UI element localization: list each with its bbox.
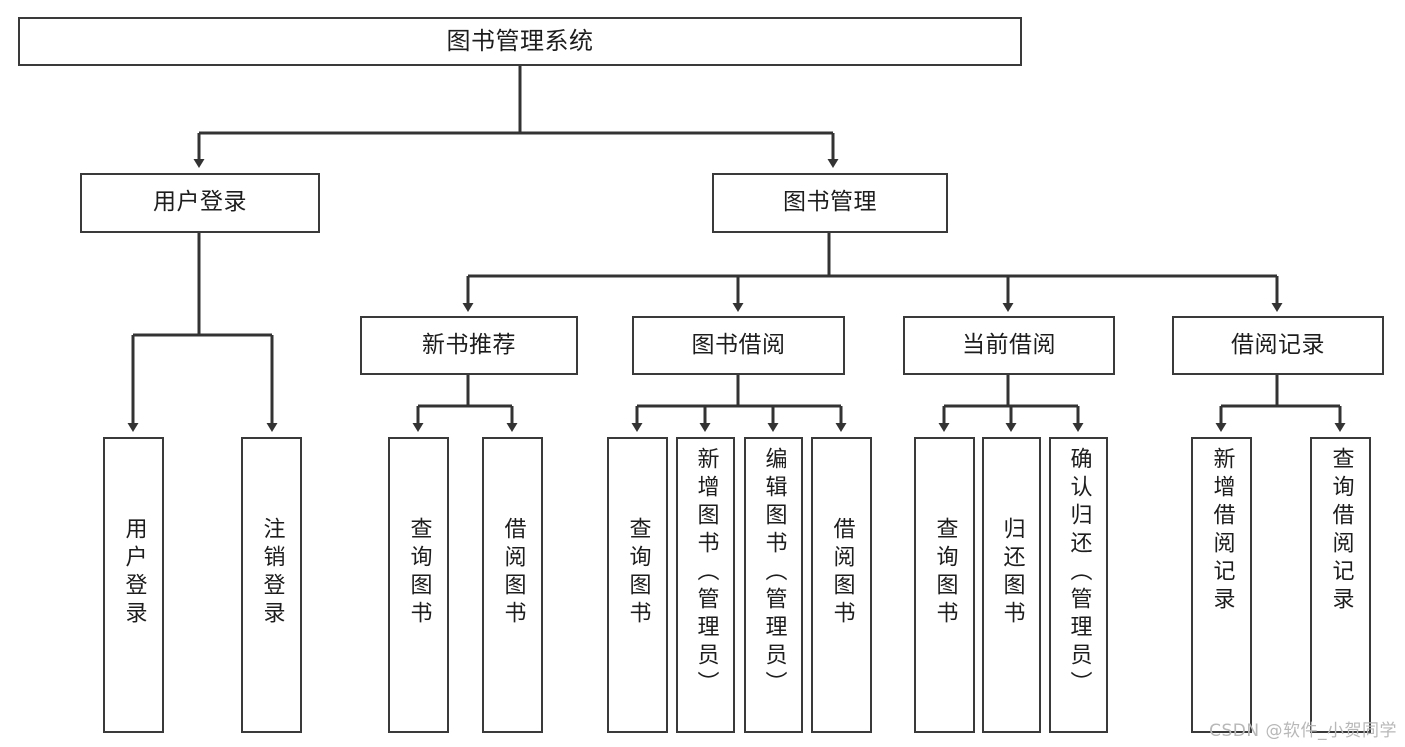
node-label: 编辑图书（管理员） (761, 447, 787, 699)
node-label: 查询图书 (406, 517, 432, 629)
csdn-watermark: CSDN @软件_小贺同学 (1209, 721, 1397, 741)
node-label: 新增图书（管理员） (693, 447, 719, 699)
node-label: 借阅图书 (829, 517, 855, 629)
node-label: 注销登录 (259, 517, 285, 629)
node-root-system[interactable]: 图书管理系统 (18, 17, 1022, 66)
node-user-login[interactable]: 用户登录 (80, 173, 320, 233)
node-label: 图书管理系统 (446, 27, 594, 56)
leaf-user-login-logout[interactable]: 注销登录 (241, 437, 302, 733)
node-book-borrow[interactable]: 图书借阅 (632, 316, 845, 375)
leaf-borrow-edit-book[interactable]: 编辑图书（管理员） (744, 437, 803, 733)
node-label: 新增借阅记录 (1209, 447, 1235, 615)
node-label: 借阅记录 (1231, 331, 1325, 358)
leaf-borrow-add-book[interactable]: 新增图书（管理员） (676, 437, 735, 733)
leaf-borrow-query-book[interactable]: 查询图书 (607, 437, 668, 733)
node-label: 借阅图书 (500, 517, 526, 629)
node-label: 新书推荐 (422, 331, 516, 358)
node-borrow-record[interactable]: 借阅记录 (1172, 316, 1384, 375)
node-current-borrow[interactable]: 当前借阅 (903, 316, 1115, 375)
node-label: 用户登录 (153, 189, 247, 216)
leaf-current-confirm-return[interactable]: 确认归还（管理员） (1049, 437, 1108, 733)
node-label: 当前借阅 (962, 331, 1056, 358)
leaf-current-return-book[interactable]: 归还图书 (982, 437, 1041, 733)
node-label: 图书管理 (783, 189, 877, 216)
leaf-borrow-borrow-book[interactable]: 借阅图书 (811, 437, 872, 733)
leaf-recommend-borrow-book[interactable]: 借阅图书 (482, 437, 543, 733)
leaf-record-add-record[interactable]: 新增借阅记录 (1191, 437, 1252, 733)
node-label: 用户登录 (121, 517, 147, 629)
node-book-management[interactable]: 图书管理 (712, 173, 948, 233)
leaf-record-query-record[interactable]: 查询借阅记录 (1310, 437, 1371, 733)
node-new-book-recommend[interactable]: 新书推荐 (360, 316, 578, 375)
node-label: 归还图书 (999, 517, 1025, 629)
leaf-user-login-login[interactable]: 用户登录 (103, 437, 164, 733)
node-label: 图书借阅 (691, 331, 786, 358)
node-label: 确认归还（管理员） (1066, 447, 1092, 699)
leaf-current-query-book[interactable]: 查询图书 (914, 437, 975, 733)
node-label: 查询借阅记录 (1328, 447, 1354, 615)
node-label: 查询图书 (932, 517, 958, 629)
leaf-recommend-query-book[interactable]: 查询图书 (388, 437, 449, 733)
node-label: 查询图书 (625, 517, 651, 629)
